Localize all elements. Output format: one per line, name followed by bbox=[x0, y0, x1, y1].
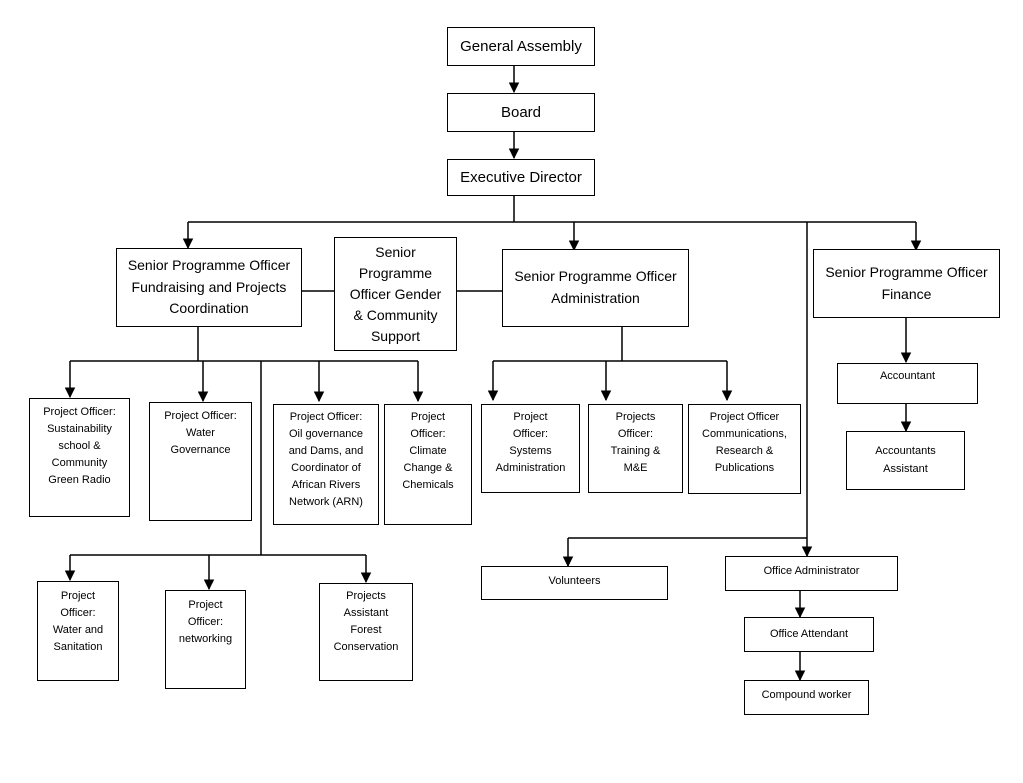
board-box: Board bbox=[447, 93, 595, 132]
po-communications-box: Project Officer Communications, Research… bbox=[688, 404, 801, 494]
office-administrator-box: Office Administrator bbox=[725, 556, 898, 591]
po-training-box: Projects Officer: Training & M&E bbox=[588, 404, 683, 493]
po-systems-admin-box: Project Officer: Systems Administration bbox=[481, 404, 580, 493]
po-sustainability-box: Project Officer: Sustainability school &… bbox=[29, 398, 130, 517]
po-networking-box: Project Officer: networking bbox=[165, 590, 246, 689]
po-water-sanitation-box: Project Officer: Water and Sanitation bbox=[37, 581, 119, 681]
volunteers-box: Volunteers bbox=[481, 566, 668, 600]
office-attendant-box: Office Attendant bbox=[744, 617, 874, 652]
spo-gender-box: Senior Programme Officer Gender & Commun… bbox=[334, 237, 457, 351]
po-oil-governance-box: Project Officer: Oil governance and Dams… bbox=[273, 404, 379, 525]
accountants-assistant-box: Accountants Assistant bbox=[846, 431, 965, 490]
spo-admin-box: Senior Programme Officer Administration bbox=[502, 249, 689, 327]
executive-director-box: Executive Director bbox=[447, 159, 595, 196]
po-water-governance-box: Project Officer: Water Governance bbox=[149, 402, 252, 521]
spo-fundraising-box: Senior Programme Officer Fundraising and… bbox=[116, 248, 302, 327]
compound-worker-box: Compound worker bbox=[744, 680, 869, 715]
spo-finance-box: Senior Programme Officer Finance bbox=[813, 249, 1000, 318]
accountant-box: Accountant bbox=[837, 363, 978, 404]
general-assembly-box: General Assembly bbox=[447, 27, 595, 66]
pa-forest-box: Projects Assistant Forest Conservation bbox=[319, 583, 413, 681]
po-climate-box: Project Officer: Climate Change & Chemic… bbox=[384, 404, 472, 525]
